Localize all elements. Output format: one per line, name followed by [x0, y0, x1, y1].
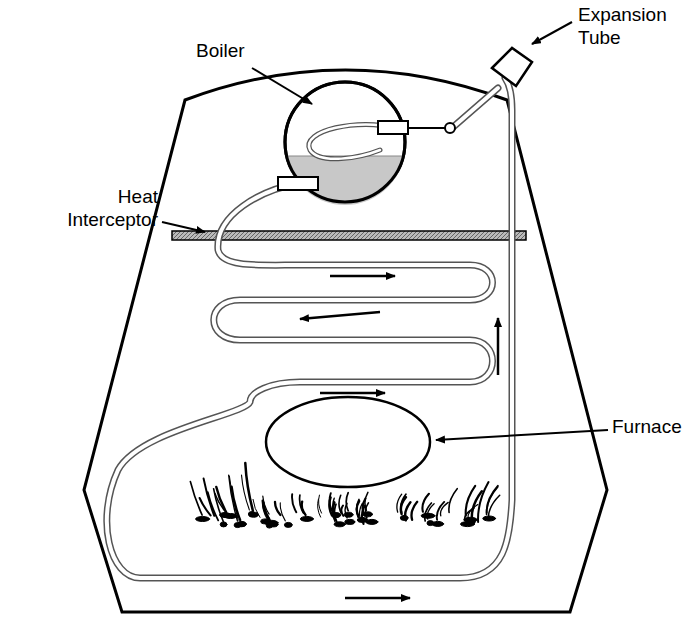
part-label: Boiler: [196, 40, 276, 63]
flames: [190, 463, 499, 528]
housing-outline: [84, 70, 607, 612]
tube-fitting: [278, 177, 318, 190]
valve: [445, 123, 455, 133]
part-label: Expansion Tube: [578, 4, 678, 50]
circulation-tube: [107, 78, 512, 578]
leader-lines: [162, 22, 608, 440]
furnace: [266, 397, 430, 487]
expansion-tube: [492, 48, 532, 86]
heat-interceptor-band: [172, 231, 526, 240]
tube-fitting: [378, 121, 408, 134]
part-label: Heat Interceptor: [48, 186, 158, 232]
part-label: Furnace: [612, 416, 686, 439]
